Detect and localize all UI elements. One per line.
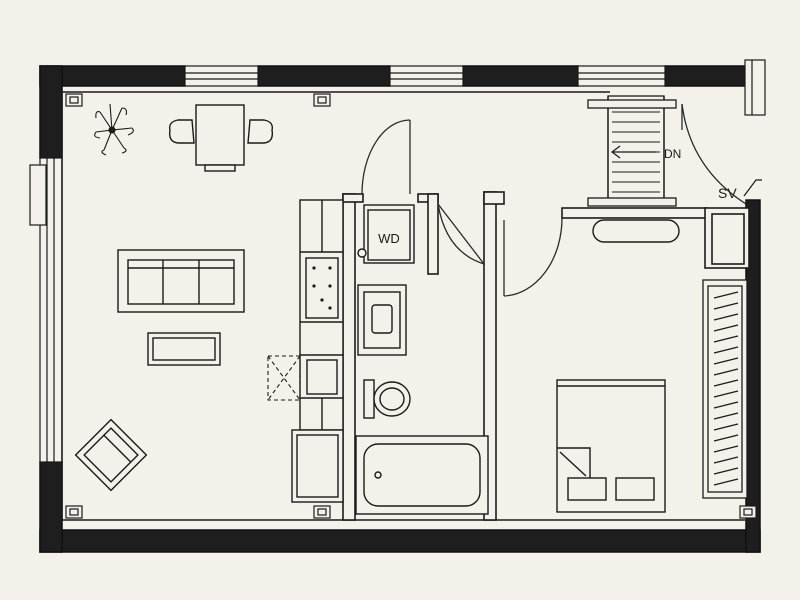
- closet-hanger: [713, 357, 739, 365]
- windows: [29, 59, 766, 463]
- window-top-3: [577, 65, 666, 87]
- bedroom-closet: [702, 279, 748, 499]
- plant-icon: [94, 103, 134, 156]
- dishwasher-open: [267, 355, 301, 401]
- kitchen-counter: [291, 199, 344, 503]
- sofa: [117, 249, 245, 313]
- closet-hanger: [713, 423, 739, 431]
- closet-hanger: [713, 467, 739, 475]
- cooktop-burners: [312, 266, 332, 310]
- closet-hanger: [713, 291, 739, 299]
- pillow-right: [615, 477, 655, 501]
- left-wall-lower: [39, 461, 63, 553]
- door-bath: [437, 203, 485, 265]
- closet-hanger: [713, 434, 739, 442]
- closet-hanger: [713, 302, 739, 310]
- bathroom-fixtures: [355, 284, 489, 515]
- shaft-label: SV: [718, 185, 737, 201]
- closet-hanger: [713, 379, 739, 387]
- closet-hangers: [713, 291, 739, 486]
- bedroom-top-wall: [561, 207, 708, 219]
- core-left-wall: [342, 193, 356, 521]
- closet-hanger: [713, 456, 739, 464]
- toilet: [363, 379, 411, 419]
- kitchen-sink: [306, 359, 338, 395]
- doors: [361, 103, 747, 297]
- window-top-1: [184, 65, 259, 87]
- closet-hanger: [713, 390, 739, 398]
- closet-hanger: [713, 478, 739, 486]
- column-markers: [65, 93, 757, 519]
- window-right-top: [744, 59, 766, 116]
- closet-hanger: [713, 401, 739, 409]
- door-laundry-closet: [361, 119, 411, 195]
- closet-hanger: [713, 324, 739, 332]
- top-wall-segment-3: [462, 65, 579, 87]
- column-marker: [313, 93, 331, 107]
- door-bedroom: [503, 217, 563, 297]
- armchair: [74, 418, 148, 492]
- interior-walls: [342, 191, 750, 521]
- column-marker: [313, 505, 331, 519]
- left-wall-upper: [39, 65, 63, 159]
- closet-hanger: [713, 412, 739, 420]
- closet-hanger: [713, 335, 739, 343]
- bathtub: [355, 435, 489, 515]
- bedroom-light: [592, 219, 680, 243]
- dining-chair-bottom: [204, 164, 236, 172]
- window-left-sill: [29, 164, 47, 226]
- exterior-walls: [39, 65, 761, 553]
- window-left: [39, 157, 63, 463]
- closet-hanger: [713, 445, 739, 453]
- top-wall-segment-2: [257, 65, 391, 87]
- dining-chair-right: [247, 119, 274, 144]
- column-marker: [739, 505, 757, 519]
- cooktop: [305, 257, 339, 319]
- window-top-2: [389, 65, 464, 87]
- column-marker: [65, 505, 83, 519]
- stairs-down-label: DN: [664, 147, 681, 161]
- lavatory-basin: [371, 304, 393, 334]
- stairs-arrow: [611, 145, 656, 159]
- closet-right-wall: [427, 193, 439, 275]
- washer-dryer: [357, 204, 415, 264]
- interior-perimeter: [61, 91, 745, 521]
- closet-hanger: [713, 368, 739, 376]
- closet-top-wall-left: [342, 193, 364, 203]
- bath-wall-cap: [483, 191, 505, 205]
- dining-set: [168, 104, 274, 172]
- door-stair: [681, 103, 747, 205]
- bedroom-closet-inner: [711, 213, 745, 265]
- coffee-table: [147, 332, 221, 366]
- closet-hanger: [713, 313, 739, 321]
- column-marker: [65, 93, 83, 107]
- closet-hanger: [713, 346, 739, 354]
- dining-table: [195, 104, 245, 166]
- shaft-leader: [743, 179, 762, 197]
- top-wall-segment-4: [664, 65, 746, 87]
- dining-chair-left: [168, 119, 195, 144]
- washer-dryer-label: WD: [378, 231, 400, 246]
- pillow-left: [567, 477, 607, 501]
- bottom-wall: [39, 529, 761, 553]
- bed: [556, 379, 666, 513]
